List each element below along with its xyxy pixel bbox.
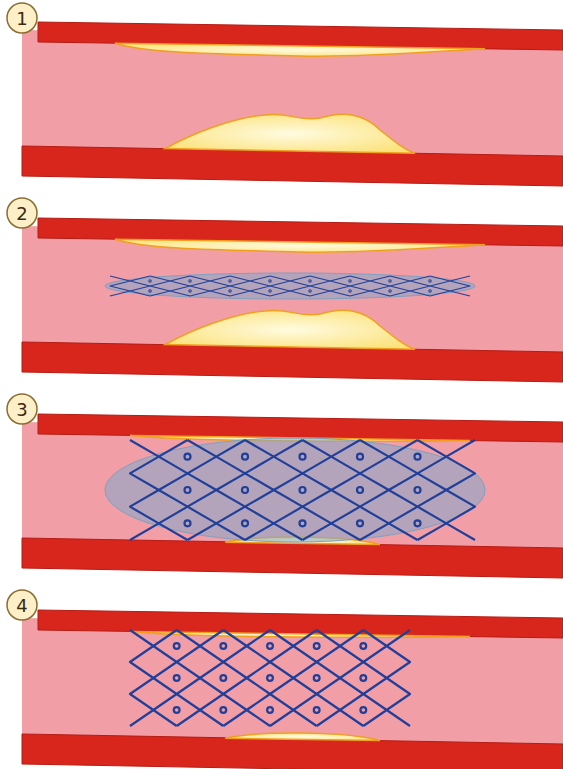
callout-number: 4 bbox=[6, 589, 38, 621]
vessel-panel bbox=[22, 414, 563, 578]
callout-number: 3 bbox=[6, 393, 38, 425]
vessel-wall bbox=[22, 538, 563, 578]
plaque bbox=[225, 733, 380, 741]
plaque bbox=[115, 239, 485, 252]
stent-mesh bbox=[130, 440, 475, 540]
plaque bbox=[115, 43, 485, 56]
callout-number: 4 bbox=[6, 589, 38, 616]
vessel-wall bbox=[22, 734, 563, 769]
vessel-lumen bbox=[22, 226, 563, 361]
plaque bbox=[165, 310, 415, 349]
callout-number: 1 bbox=[6, 2, 38, 29]
callout-circle bbox=[7, 198, 37, 228]
plaque bbox=[165, 114, 415, 153]
callout-number: 1 bbox=[6, 2, 38, 34]
callout-circle bbox=[7, 590, 37, 620]
balloon bbox=[105, 438, 485, 542]
vessel-wall bbox=[22, 146, 563, 186]
vessel-lumen bbox=[22, 30, 563, 165]
vessel-panel bbox=[22, 610, 563, 769]
vessel-lumen bbox=[22, 422, 563, 557]
callout-number: 3 bbox=[6, 393, 38, 420]
balloon bbox=[105, 273, 475, 299]
callout-circle bbox=[7, 394, 37, 424]
callout-circle bbox=[7, 3, 37, 33]
vessel-panel bbox=[22, 218, 563, 382]
vessel-wall bbox=[38, 610, 563, 638]
vessel-lumen bbox=[22, 618, 563, 753]
vessel-panel bbox=[22, 22, 563, 186]
stent-mesh bbox=[130, 630, 410, 726]
vessel-wall bbox=[22, 342, 563, 382]
stent-mesh bbox=[110, 276, 470, 296]
callout-number: 2 bbox=[6, 197, 38, 224]
callout-number: 2 bbox=[6, 197, 38, 229]
